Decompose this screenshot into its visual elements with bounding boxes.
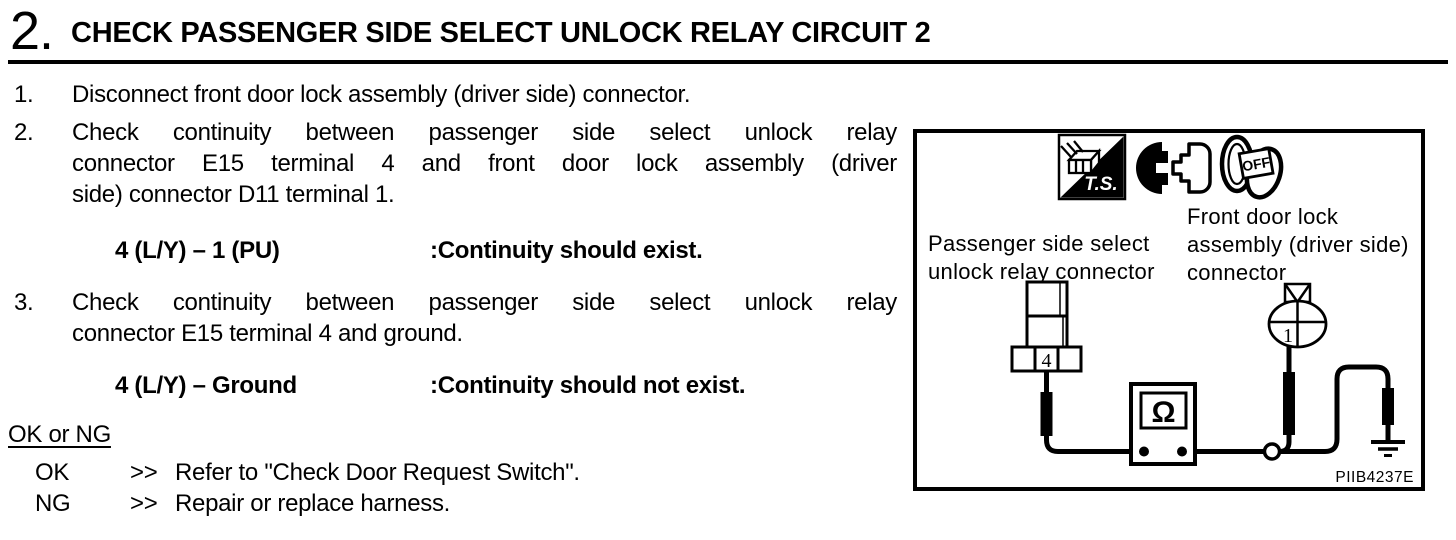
continuity-spec-2: 4 (L/Y) – Ground :Continuity should not … xyxy=(0,370,905,401)
test-wires xyxy=(1044,346,1391,454)
spec-2-terminals: 4 (L/Y) – Ground xyxy=(115,372,297,399)
continuity-spec-1: 4 (L/Y) – 1 (PU) :Continuity should exis… xyxy=(0,235,905,266)
step-number: 2. xyxy=(10,1,54,61)
step-3-line: connector E15 terminal 4 and ground. xyxy=(72,320,463,347)
procedure-step-1: 1. Disconnect front door lock assembly (… xyxy=(0,79,905,110)
step-2-line: connector E15 terminal 4 and front door … xyxy=(72,150,897,177)
right-connector-label-line3: connector xyxy=(1187,260,1286,285)
result-ng-action: Repair or replace harness. xyxy=(175,490,451,517)
right-connector-label-line1: Front door lock xyxy=(1187,204,1339,229)
procedure-text: 1. Disconnect front door lock assembly (… xyxy=(0,66,905,519)
result-ng-arrow: >> xyxy=(130,490,158,517)
procedure-step-3: 3. Check continuity between passenger si… xyxy=(0,287,905,349)
meter-terminal-left xyxy=(1139,446,1149,457)
circuit-diagram: T.S. OFF xyxy=(928,133,1414,486)
step-1-number: 1. xyxy=(14,81,34,108)
left-probe xyxy=(1040,392,1053,436)
right-probe xyxy=(1283,372,1295,435)
ground-probe xyxy=(1382,388,1394,425)
connector-sketch-icon xyxy=(1060,140,1102,177)
result-ok-arrow: >> xyxy=(130,459,158,486)
right-connector-drawing xyxy=(1267,282,1328,349)
result-ok-label: OK xyxy=(35,459,70,486)
page-title: 2. CHECK PASSENGER SIDE SELECT UNLOCK RE… xyxy=(10,4,1456,58)
result-ok-action: Refer to "Check Door Request Switch". xyxy=(175,459,580,486)
ohm-symbol: Ω xyxy=(1151,396,1175,429)
step-3-number: 3. xyxy=(14,289,34,316)
left-connector-label: Passenger side select unlock relay conne… xyxy=(928,231,1155,284)
right-connector-label-line2: assembly (driver side) xyxy=(1187,232,1409,257)
step-3-line: Check continuity between passenger side … xyxy=(72,289,897,316)
circuit-check-figure: T.S. OFF xyxy=(913,129,1425,491)
result-ng-label: NG xyxy=(35,490,71,517)
spec-1-terminals: 4 (L/Y) – 1 (PU) xyxy=(115,237,280,264)
left-connector-label-line1: Passenger side select xyxy=(928,231,1150,256)
step-2-line: Check continuity between passenger side … xyxy=(72,119,897,146)
ohmmeter: Ω xyxy=(1129,382,1197,466)
result-ok-row: OK >> Refer to "Check Door Request Switc… xyxy=(0,457,905,488)
step-1-line: Disconnect front door lock assembly (dri… xyxy=(72,81,691,108)
left-terminal-number: 4 xyxy=(1042,350,1052,372)
ts-icon-label: T.S. xyxy=(1084,174,1117,195)
key-off-icon: OFF xyxy=(1219,134,1284,200)
left-connector-drawing xyxy=(1010,280,1083,373)
ts-tool-icon: T.S. xyxy=(1057,133,1127,201)
key-off-label: OFF xyxy=(1241,154,1272,175)
right-connector-label: Front door lock assembly (driver side) c… xyxy=(1187,204,1409,285)
disconnect-connector-icon xyxy=(1136,142,1212,194)
ground-icon xyxy=(1371,440,1405,457)
meter-terminal-right xyxy=(1177,446,1187,457)
step-2-number: 2. xyxy=(14,119,34,146)
title-divider xyxy=(8,60,1448,64)
ok-or-ng-heading: OK or NG xyxy=(8,421,111,448)
result-ng-row: NG >> Repair or replace harness. xyxy=(0,488,905,519)
left-connector-label-line2: unlock relay connector xyxy=(928,259,1155,284)
procedure-step-2: 2. Check continuity between passenger si… xyxy=(0,117,905,210)
right-terminal-number: 1 xyxy=(1283,325,1293,347)
spec-1-condition: :Continuity should exist. xyxy=(430,237,703,264)
step-2-line: side) connector D11 terminal 1. xyxy=(72,181,395,208)
wire-junction xyxy=(1262,442,1282,461)
spec-2-condition: :Continuity should not exist. xyxy=(430,372,746,399)
page-title-text: CHECK PASSENGER SIDE SELECT UNLOCK RELAY… xyxy=(71,17,931,49)
figure-code: PIIB4237E xyxy=(1335,469,1414,486)
